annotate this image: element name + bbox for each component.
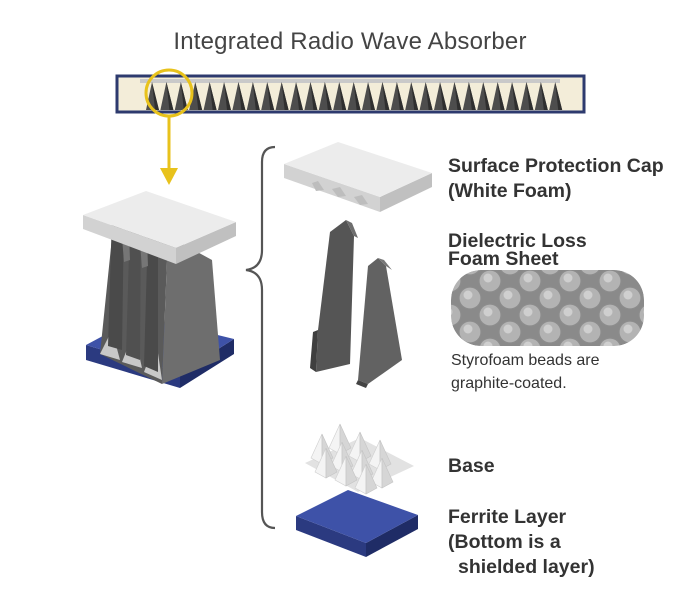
strip-pyramid-shade	[382, 82, 390, 110]
bead-texture	[451, 270, 644, 346]
arrow-head	[160, 168, 178, 185]
strip-pyramid-shade	[411, 82, 419, 110]
strip-pyramid-shade	[540, 82, 548, 110]
strip-pyramid-shade	[526, 82, 534, 110]
base-peak-shade	[365, 463, 378, 495]
label-ferrite-line3: shielded layer)	[458, 556, 595, 578]
strip-pyramid-shade	[396, 82, 404, 110]
base-peak	[310, 433, 323, 465]
ferrite-plate	[296, 490, 418, 557]
strip-pyramid-shade	[152, 82, 159, 110]
bracket	[245, 145, 276, 530]
strip-pyramid-shade	[512, 82, 519, 110]
diagram-title: Integrated Radio Wave Absorber	[173, 28, 527, 55]
strip-pyramid-shade	[296, 82, 303, 110]
strip-pyramid-shade	[252, 82, 260, 110]
strip-pyramid-shade	[180, 82, 188, 110]
base-peak-shade	[381, 457, 394, 489]
assembled-absorber	[83, 191, 236, 388]
label-beads-line1: Styrofoam beads are	[451, 352, 600, 369]
strip-pyramid-shade	[468, 82, 476, 110]
strip-pyramid-shade	[267, 82, 275, 110]
label-dielectric-line1: Dielectric Loss	[448, 230, 587, 252]
strip-pyramid-shade	[339, 82, 347, 110]
label-dielectric-line2: Foam Sheet	[448, 248, 559, 270]
strip-pyramid-shade	[368, 82, 375, 110]
label-beads-line2: graphite-coated.	[451, 375, 567, 392]
strip-pyramid-shade	[324, 82, 332, 110]
strip-pyramid-shade	[166, 82, 174, 110]
absorber-strip	[115, 74, 586, 114]
cap-piece	[284, 142, 432, 212]
strip-pyramid-shade	[425, 82, 433, 110]
label-cap-line1: Surface Protection Cap	[448, 155, 664, 177]
strip-pyramids	[146, 82, 563, 110]
strip-pyramid-shade	[497, 82, 505, 110]
dielectric-pieces	[310, 220, 402, 388]
strip-pyramid-shade	[440, 82, 447, 110]
strip-pyramid-shade	[281, 82, 289, 110]
label-ferrite-line1: Ferrite Layer	[448, 506, 567, 528]
strip-pyramid-shade	[555, 82, 563, 110]
strip-pyramid-shade	[454, 82, 462, 110]
strip-pyramid-shade	[195, 82, 203, 110]
base-peak-shade	[325, 447, 338, 479]
strip-pyramid-shade	[483, 82, 491, 110]
base-pyramids	[305, 423, 414, 495]
base-peak-shade	[345, 455, 358, 487]
label-cap-line2: (White Foam)	[448, 180, 572, 202]
label-ferrite-line2: (Bottom is a	[448, 531, 561, 553]
strip-pyramid-shade	[238, 82, 246, 110]
strip-pyramid-shade	[353, 82, 361, 110]
strip-pyramid-shade	[224, 82, 231, 110]
strip-pyramid-shade	[209, 82, 217, 110]
strip-pyramid-shade	[310, 82, 318, 110]
label-base: Base	[448, 455, 495, 477]
